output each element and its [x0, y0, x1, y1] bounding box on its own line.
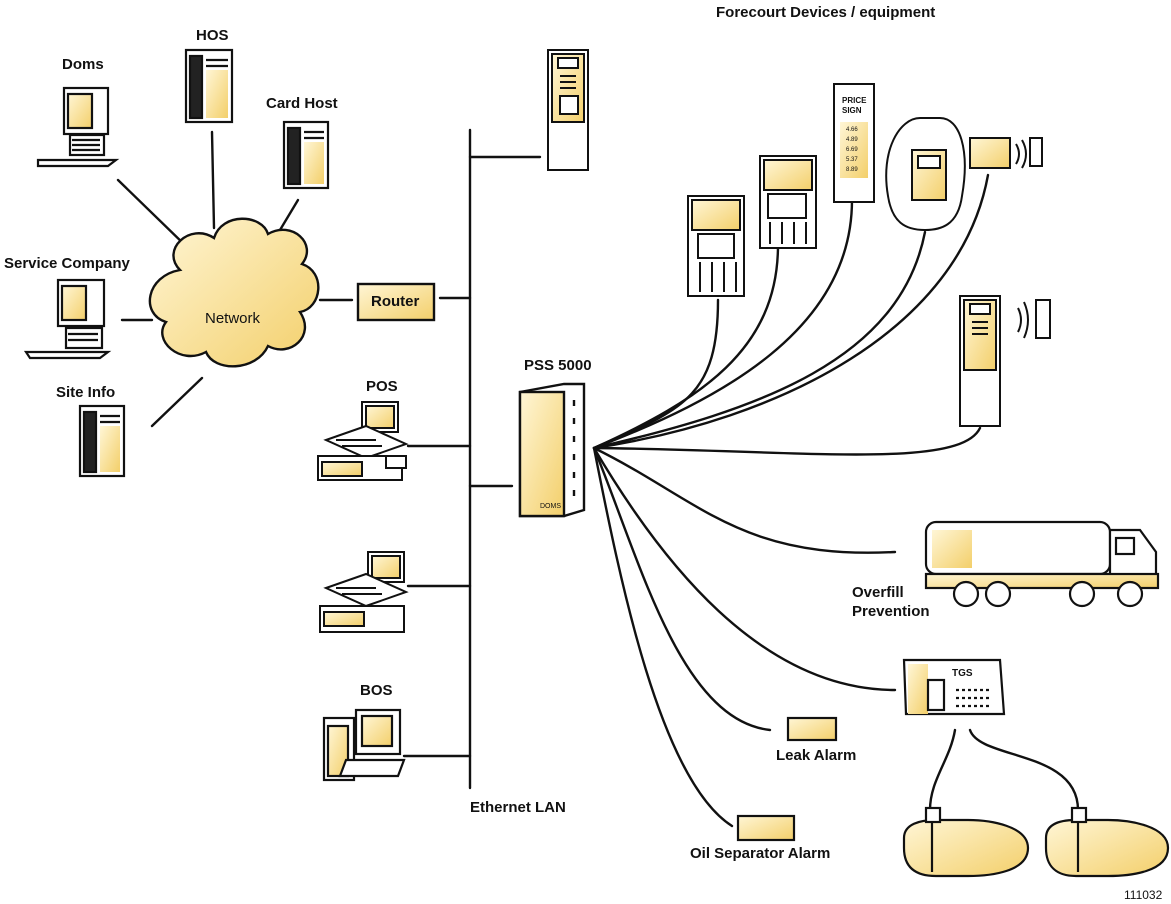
- cable-tgs: [592, 446, 897, 692]
- ethernet-lan-label: Ethernet LAN: [470, 799, 566, 816]
- price-sign-line-2: SIGN: [842, 106, 862, 115]
- fuel-dispenser-1-icon: [687, 195, 745, 297]
- site-info-label: Site Info: [56, 384, 116, 401]
- link-hos-network: [210, 130, 216, 230]
- price-sign-price-4: 5.37: [846, 157, 858, 163]
- price-sign-price-2: 4.89: [846, 137, 858, 143]
- router-label: Router: [371, 293, 420, 310]
- card-host-server-icon: [282, 120, 330, 190]
- overfill-label-line-1: Overfill: [852, 584, 904, 601]
- oil-separator-alarm-label: Oil Separator Alarm: [690, 845, 831, 862]
- card-host-label: Card Host: [266, 95, 338, 112]
- cable-oil: [592, 446, 734, 828]
- doms-computer-icon: [36, 86, 120, 168]
- service-company-computer-icon: [23, 278, 112, 360]
- forecourt-title: Forecourt Devices / equipment: [716, 4, 936, 21]
- bos-computer-icon: [322, 708, 406, 782]
- fuel-dispenser-2-icon: [759, 155, 817, 249]
- cable-outdoor-terminal: [592, 426, 982, 456]
- overfill-label-line-2: Prevention: [852, 603, 930, 620]
- price-sign-price-3: 6.69: [846, 147, 858, 153]
- probe-cable-2: [968, 728, 1080, 812]
- cable-leak: [592, 446, 772, 732]
- price-sign-icon: [833, 83, 875, 203]
- connection-lines: [116, 128, 1080, 828]
- pss5000-label: PSS 5000: [524, 357, 592, 374]
- storage-tank-2-icon: [1044, 806, 1170, 878]
- lpg-dispenser-icon: [885, 117, 966, 232]
- cable-lpg-dispenser: [592, 230, 927, 450]
- pos-terminal-2-icon: [319, 551, 409, 633]
- site-info-server-icon: [78, 404, 126, 478]
- cable-price-sign: [592, 198, 854, 450]
- price-sign-price-5: 8.89: [846, 167, 858, 173]
- hos-server-icon: [184, 48, 234, 124]
- price-sign-price-1: 4.66: [846, 127, 858, 133]
- cable-dispenser-2: [592, 243, 780, 450]
- tgs-console-icon: [902, 658, 1006, 716]
- doms-label: Doms: [62, 56, 104, 73]
- pss-doms-logo: DOMS: [540, 503, 561, 510]
- service-company-label: Service Company: [4, 255, 130, 272]
- price-sign-text: PRICE SIGN: [842, 96, 867, 115]
- price-sign-line-1: PRICE: [842, 96, 867, 105]
- network-cloud-icon: [148, 217, 320, 368]
- storage-tank-1-icon: [902, 806, 1030, 878]
- leak-alarm-icon: [786, 716, 838, 742]
- payment-terminal-icon: [547, 49, 589, 171]
- oil-separator-alarm-icon: [736, 814, 796, 842]
- network-label: Network: [205, 310, 261, 327]
- figure-number: 111032: [1124, 888, 1163, 902]
- probe-cable-1: [928, 728, 957, 812]
- link-doms-network: [116, 178, 190, 250]
- router-icon: [356, 282, 436, 322]
- tgs-label: TGS: [952, 668, 973, 679]
- card-reader-icon: [969, 137, 1043, 169]
- pos-label: POS: [366, 378, 398, 395]
- pos-terminal-icon: [317, 401, 409, 481]
- price-sign-prices: 4.66 4.89 6.69 5.37 8.89: [846, 127, 858, 173]
- pss5000-controller-icon: [518, 382, 586, 518]
- cable-overfill: [592, 446, 897, 554]
- tanker-truck-icon: [924, 520, 1160, 608]
- link-siteinfo-network: [150, 376, 204, 428]
- bos-label: BOS: [360, 682, 393, 699]
- hos-label: HOS: [196, 27, 229, 44]
- cable-card-reader: [592, 173, 990, 450]
- outdoor-payment-terminal-icon: [959, 295, 1051, 427]
- leak-alarm-label: Leak Alarm: [776, 747, 857, 764]
